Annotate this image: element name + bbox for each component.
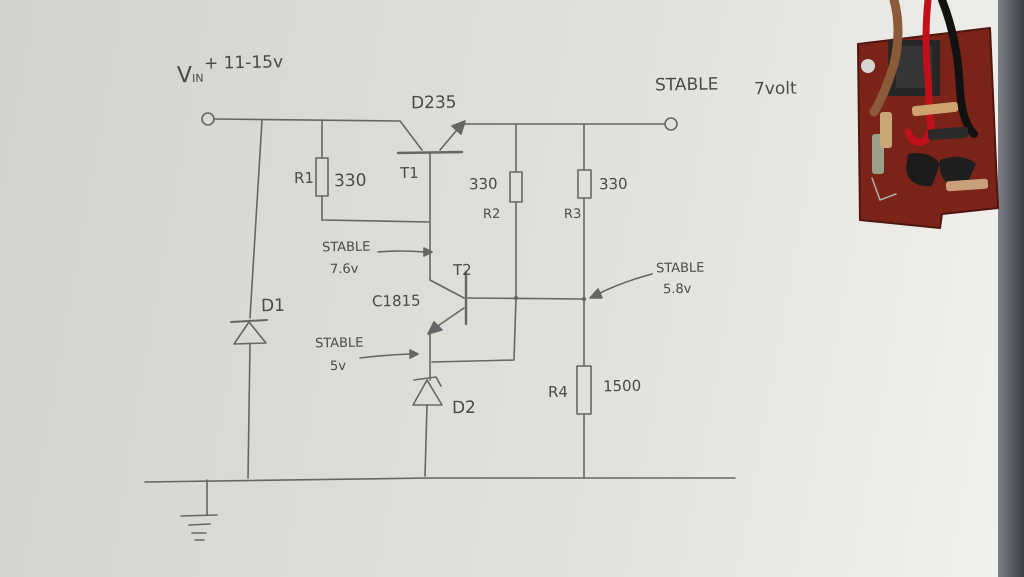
resistor-r2: [431, 123, 523, 363]
annotation-5v-value: 5v: [329, 358, 347, 375]
transistor-t2: [427, 270, 585, 335]
r1-ref: R1: [293, 168, 315, 188]
d1-ref: D1: [260, 295, 286, 317]
vin-label: VIN: [176, 62, 204, 89]
vin-range: + 11-15v: [203, 52, 284, 74]
resistor-r1: [315, 119, 431, 223]
diode-d2-branch: [412, 329, 443, 477]
input-terminal: [201, 112, 215, 126]
r2-ref: R2: [482, 206, 501, 223]
junction-dots: [513, 295, 587, 302]
t2-ref: T2: [452, 260, 472, 280]
divider-r3-r4: [576, 123, 592, 479]
r1-value: 330: [333, 170, 367, 192]
top-rail-input: [213, 118, 423, 151]
output-terminal: [664, 117, 678, 131]
output-value: 7volt: [753, 78, 797, 100]
r2-value: 330: [468, 174, 498, 194]
d2-ref: D2: [451, 397, 477, 419]
ground-rail: [144, 477, 736, 541]
vin-subscript: IN: [191, 71, 204, 85]
photo-circuit-board: [857, 0, 999, 229]
vin-symbol: V: [176, 62, 193, 89]
r4-value: 1500: [602, 376, 642, 396]
r3-value: 330: [598, 174, 628, 194]
annotation-7-6v-word: STABLE: [321, 239, 371, 256]
r4-ref: R4: [547, 382, 569, 402]
transistor-t1: [396, 120, 466, 281]
annotation-5-8v-word: STABLE: [655, 260, 705, 277]
annotation-5-8v-value: 5.8v: [662, 281, 692, 298]
output-label: STABLE: [654, 74, 719, 96]
desk-background: [998, 0, 1024, 577]
diode-d1-branch: [230, 119, 268, 479]
annotation-7-6v-value: 7.6v: [329, 261, 359, 278]
t1-ref: T1: [399, 163, 419, 183]
annotation-5v-word: STABLE: [314, 335, 364, 352]
mounting-hole: [861, 59, 875, 73]
annotation-arrows: [359, 247, 653, 359]
r3-ref: R3: [563, 206, 582, 223]
t1-part-number: D235: [410, 92, 457, 114]
t2-part-number: C1815: [371, 291, 421, 311]
